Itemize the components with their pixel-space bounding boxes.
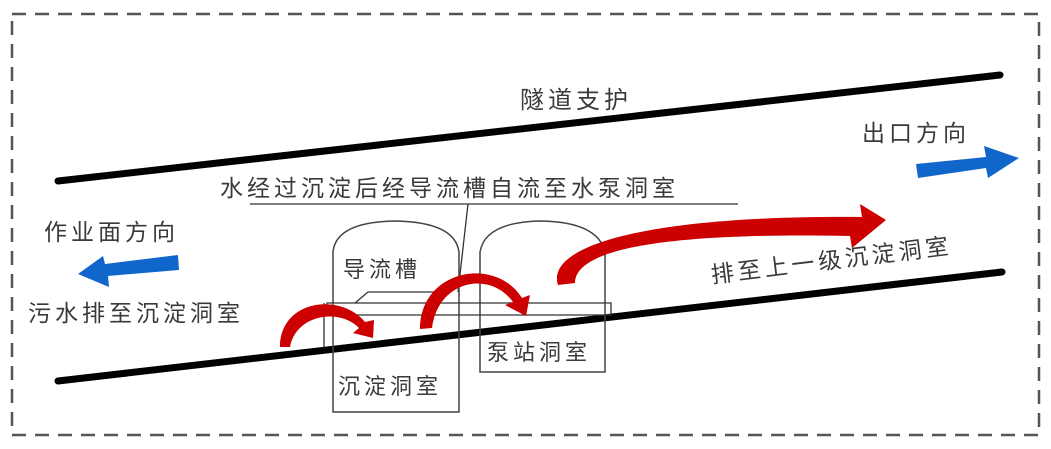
curved-arrow-icon (556, 204, 886, 285)
sewage-to-settling-label: 污水排至沉淀洞室 (28, 301, 244, 327)
curved-arrow-icon (420, 273, 530, 329)
arrow-right-icon (916, 146, 1019, 178)
exit-direction-label: 出口方向 (862, 121, 970, 147)
work-face-direction-label: 作业面方向 (44, 220, 179, 246)
settling-chamber-label: 沉淀洞室 (338, 375, 442, 400)
dashed-frame (10, 12, 1041, 437)
curved-arrow-icon (280, 304, 374, 347)
pump-chamber-label: 泵站洞室 (487, 341, 591, 366)
arrow-left-icon (78, 255, 179, 287)
lower-tunnel-wall (54, 268, 1006, 385)
upper-tunnel-wall (54, 71, 1004, 185)
tunnel-support-label: 隧道支护 (520, 86, 632, 114)
annotation-label: 水经过沉淀后经导流槽自流至水泵洞室 (220, 176, 679, 202)
diversion-channel-label: 导流槽 (343, 258, 421, 283)
settling-chamber-outline (332, 220, 460, 413)
